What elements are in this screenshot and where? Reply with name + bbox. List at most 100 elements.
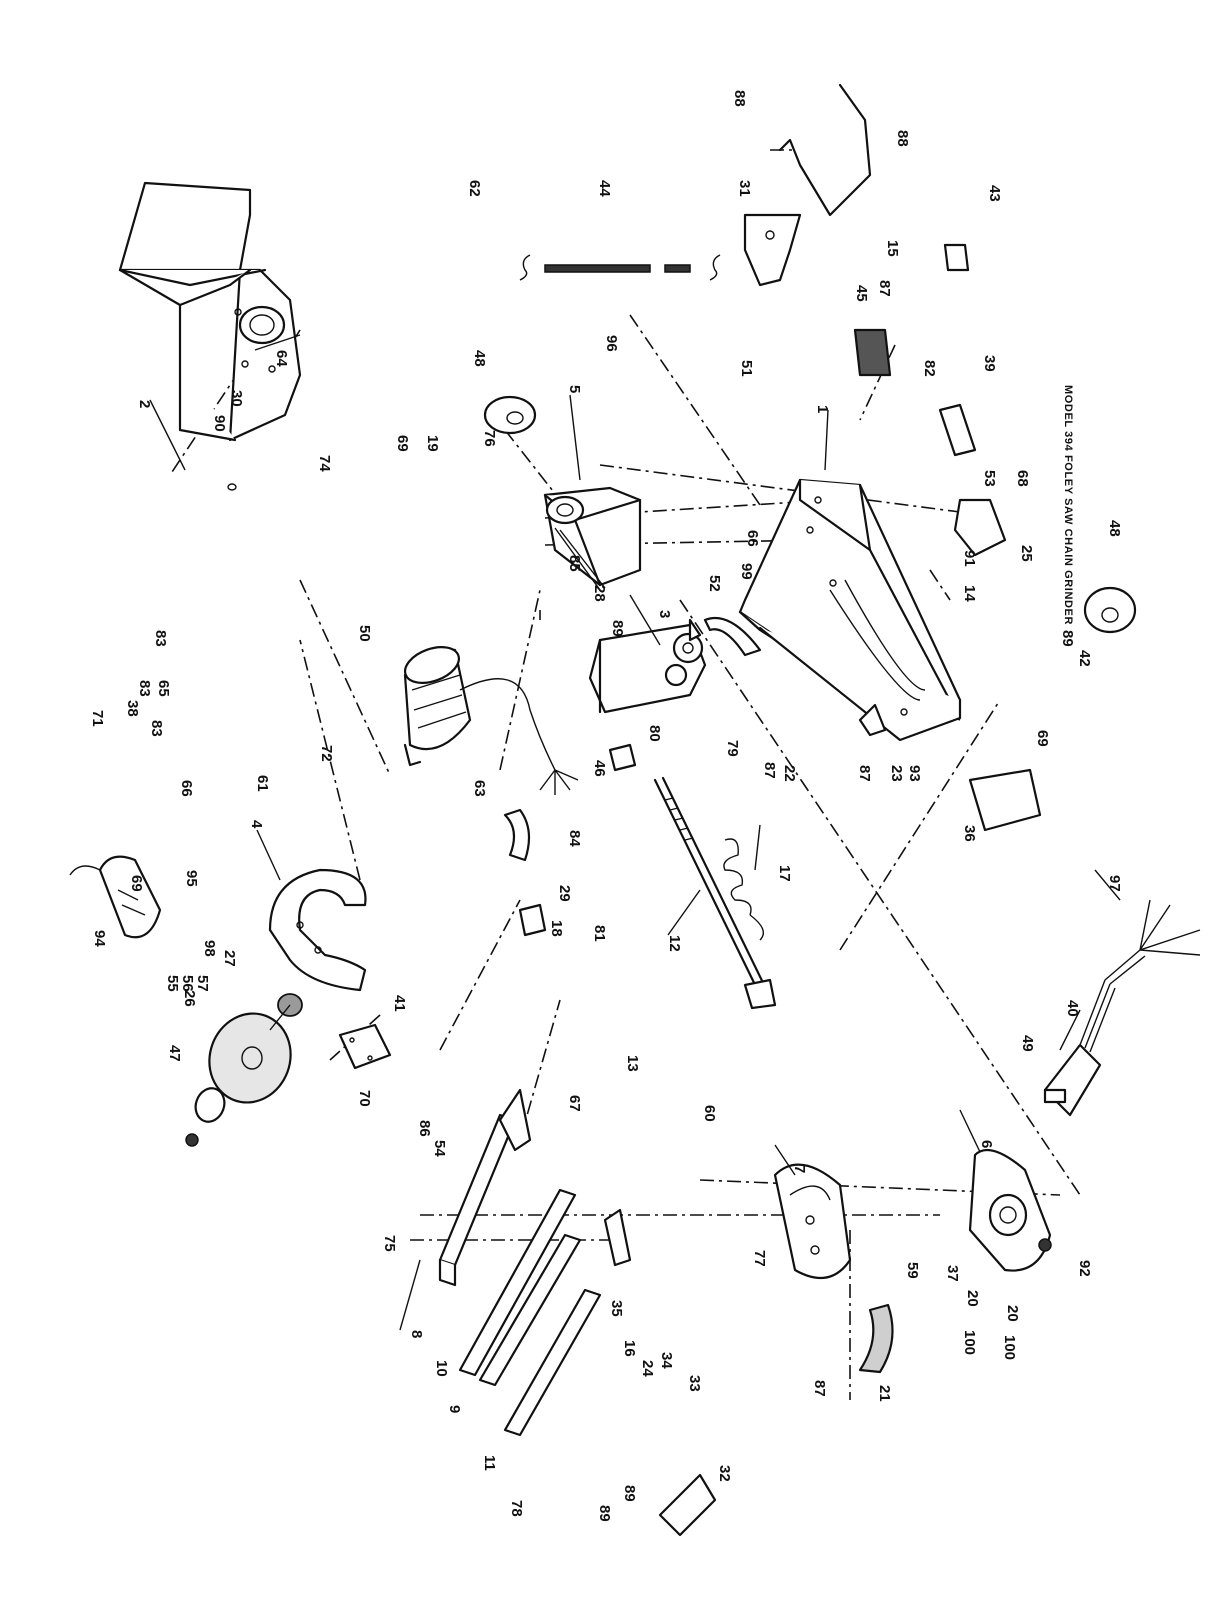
callout-16: 16: [621, 1340, 638, 1357]
callout-lines: [149, 394, 1121, 1331]
callout-21: 21: [876, 1385, 893, 1402]
callout-69a: 69: [394, 435, 411, 452]
callout-18: 18: [548, 920, 565, 937]
callout-85: 85: [566, 555, 583, 572]
callout-40: 40: [1064, 1000, 1081, 1017]
callout-89a: 89: [609, 620, 626, 637]
callout-63: 63: [471, 780, 488, 797]
callout-10: 10: [433, 1360, 450, 1377]
dial-housing-part: [968, 1148, 1052, 1272]
callout-92: 92: [1076, 1260, 1093, 1277]
callout-82: 82: [921, 360, 938, 377]
callout-39: 39: [981, 355, 998, 372]
main-base-part: [738, 478, 962, 742]
callout-89d: 89: [621, 1485, 638, 1502]
callout-71: 71: [89, 710, 106, 727]
diagram-title: MODEL 394 FOLEY SAW CHAIN GRINDER: [1062, 385, 1074, 625]
callout-64: 64: [273, 350, 290, 367]
callout-38: 38: [124, 700, 141, 717]
handle-rod-part: [778, 83, 872, 217]
callout-33: 33: [686, 1375, 703, 1392]
callout-78: 78: [508, 1500, 525, 1517]
callout-35: 35: [608, 1300, 625, 1317]
callout-79: 79: [724, 740, 741, 757]
callout-6: 6: [978, 1140, 995, 1148]
callout-65: 65: [155, 680, 172, 697]
callout-46: 46: [591, 760, 608, 777]
flat-bars-part: [438, 1088, 602, 1437]
callout-72: 72: [318, 745, 335, 762]
callout-88b: 88: [894, 130, 911, 147]
callout-30: 30: [228, 390, 245, 407]
callout-74: 74: [316, 455, 333, 472]
callout-100b: 100: [1001, 1335, 1018, 1360]
callout-94: 94: [91, 930, 108, 947]
callout-50: 50: [356, 625, 373, 642]
callout-96: 96: [603, 335, 620, 352]
callout-19: 19: [424, 435, 441, 452]
callout-100a: 100: [961, 1330, 978, 1355]
callout-77: 77: [751, 1250, 768, 1267]
spring-17-part: [723, 838, 764, 941]
callout-89c: 89: [596, 1505, 613, 1522]
cord-set-part: [1043, 899, 1201, 1117]
index-plate-part: [773, 1163, 852, 1280]
grinding-wheel-part: [185, 993, 303, 1147]
callout-52: 52: [706, 575, 723, 592]
callout-87a: 87: [876, 280, 893, 297]
callout-69b: 69: [128, 875, 145, 892]
callout-93: 93: [906, 765, 923, 782]
callout-47: 47: [166, 1045, 183, 1062]
callout-83b: 83: [136, 680, 153, 697]
callout-17: 17: [776, 865, 793, 882]
callout-9: 9: [446, 1405, 463, 1413]
callout-68: 68: [1014, 470, 1031, 487]
bracket-31-part: [743, 213, 802, 287]
callout-56: 56: [179, 975, 196, 992]
small-parts: [503, 243, 977, 1537]
callout-37: 37: [944, 1265, 961, 1282]
callout-15: 15: [884, 240, 901, 257]
callout-75: 75: [381, 1235, 398, 1252]
callout-87b: 87: [761, 762, 778, 779]
callout-20a: 20: [964, 1290, 981, 1307]
callout-95: 95: [183, 870, 200, 887]
callout-11: 11: [481, 1455, 498, 1471]
callout-67: 67: [566, 1095, 583, 1112]
callout-29: 29: [556, 885, 573, 902]
chain-part: [519, 254, 721, 281]
callout-57: 57: [194, 975, 211, 992]
callout-91: 91: [961, 550, 978, 567]
callout-49: 49: [1019, 1035, 1036, 1052]
slide-bracket-part: [588, 618, 707, 714]
callout-70: 70: [356, 1090, 373, 1107]
callout-25: 25: [1018, 545, 1035, 562]
callout-99: 99: [738, 563, 755, 580]
assembly-leader-lines: [169, 149, 1081, 1400]
callout-48b: 48: [1106, 520, 1123, 537]
callout-34: 34: [658, 1352, 675, 1369]
motor-mount-plate-part: [543, 486, 642, 591]
callout-44: 44: [596, 180, 613, 197]
callout-31: 31: [736, 180, 753, 197]
callout-80: 80: [646, 725, 663, 742]
callout-13: 13: [624, 1055, 641, 1072]
callout-32: 32: [716, 1465, 733, 1482]
callout-89b: 89: [1059, 630, 1076, 647]
callout-2: 2: [136, 400, 153, 408]
callout-81: 81: [591, 925, 608, 942]
spindle-housing-part: [118, 181, 302, 491]
callout-26: 26: [181, 990, 198, 1007]
callout-43: 43: [986, 185, 1003, 202]
callout-27: 27: [221, 950, 238, 967]
yoke-part: [268, 868, 367, 992]
callout-24: 24: [639, 1360, 656, 1377]
callout-54: 54: [431, 1140, 448, 1157]
callout-90: 90: [211, 415, 228, 432]
callout-23: 23: [888, 765, 905, 782]
callout-45: 45: [853, 285, 870, 302]
callout-59b: 59: [904, 1262, 921, 1279]
lamp-part: [69, 855, 162, 939]
callout-4: 4: [248, 820, 265, 829]
knob-48-right-part: [1083, 586, 1137, 634]
